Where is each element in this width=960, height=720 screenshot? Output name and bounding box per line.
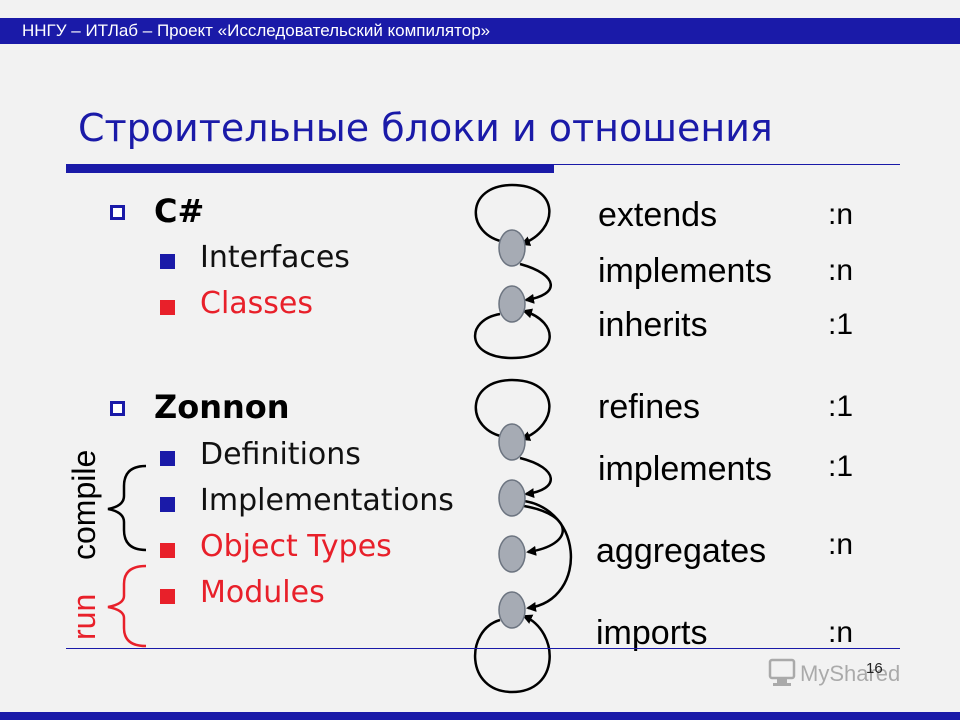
node-classes <box>498 285 526 323</box>
edge-implementations-to-object-types <box>523 504 564 556</box>
section-heading-csharp: C# <box>154 192 205 230</box>
cardinality: :n <box>828 198 854 231</box>
self-loop-classes <box>473 308 551 360</box>
self-loop-definitions <box>474 378 551 441</box>
square-bullet <box>160 589 175 604</box>
node-interfaces <box>498 229 526 267</box>
relation-refines: refines <box>598 388 701 426</box>
relation-implements: implements <box>598 450 772 488</box>
list-item-object-types: Object Types <box>200 529 392 564</box>
bottom-bar <box>0 712 960 720</box>
compile-brace <box>107 464 147 552</box>
title-rule <box>66 164 900 165</box>
cardinality: :1 <box>828 450 854 483</box>
hollow-square-bullet <box>110 401 125 416</box>
page-number: 16 <box>866 660 883 677</box>
list-item-modules: Modules <box>200 575 325 610</box>
relation-imports: imports <box>596 614 708 652</box>
section-heading-zonnon: Zonnon <box>154 388 290 426</box>
node-object-types <box>498 535 526 573</box>
relation-aggregates: aggregates <box>596 532 767 570</box>
edge-object-types-to-modules <box>511 498 573 612</box>
slide-header: ННГУ – ИТЛаб – Проект «Исследовательский… <box>0 18 960 44</box>
list-item-classes: Classes <box>200 286 314 321</box>
square-bullet <box>160 543 175 558</box>
cardinality: :n <box>828 528 854 561</box>
watermark-logo: MyShared <box>768 658 900 686</box>
square-bullet <box>160 497 175 512</box>
slide-title: Строительные блоки и отношения <box>78 106 773 150</box>
relation-inherits: inherits <box>598 306 708 344</box>
node-definitions <box>498 423 526 461</box>
list-item-implementations: Implementations <box>200 483 454 518</box>
list-item-definitions: Definitions <box>200 437 361 472</box>
node-modules <box>498 591 526 629</box>
node-implementations <box>498 479 526 517</box>
svg-text:MyShared: MyShared <box>800 661 900 686</box>
cardinality: :n <box>828 616 854 649</box>
run-brace <box>107 564 147 648</box>
hollow-square-bullet <box>110 205 125 220</box>
square-bullet <box>160 451 175 466</box>
square-bullet <box>160 300 175 315</box>
self-loop-interfaces <box>474 183 551 246</box>
bottom-rule <box>66 648 900 649</box>
square-bullet <box>160 254 175 269</box>
edge-interfaces-to-classes <box>519 262 552 304</box>
cardinality: :n <box>828 254 854 287</box>
edge-definitions-to-implementations <box>519 456 552 499</box>
relation-implements: implements <box>598 252 772 290</box>
list-item-interfaces: Interfaces <box>200 240 350 275</box>
cardinality: :1 <box>828 308 854 341</box>
relation-extends: extends <box>598 196 718 234</box>
title-underline <box>66 164 554 173</box>
cardinality: :1 <box>828 390 854 423</box>
self-loop-modules <box>473 614 551 694</box>
